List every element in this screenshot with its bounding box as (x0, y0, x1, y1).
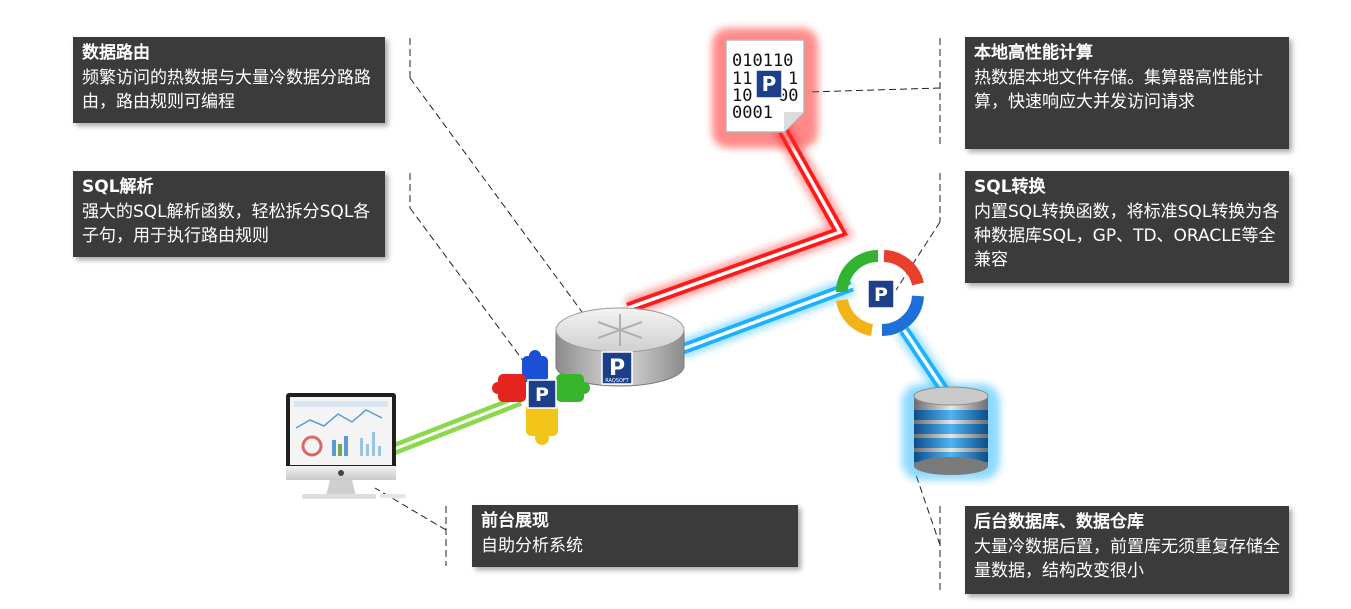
puzzle-icon: P (492, 350, 590, 445)
file-line-3: 1 (788, 69, 798, 89)
callout-sql-convert: SQL转换 内置SQL转换函数，将标准SQL转换为各种数据库SQL，GP、TD、… (965, 171, 1289, 283)
conversion-cycle-icon: P (836, 250, 924, 337)
callout-title: 后台数据库、数据仓库 (974, 512, 1144, 532)
raqsoft-logo-icon (755, 69, 783, 99)
raqsoft-logo-icon (527, 379, 557, 409)
callout-data-routing: 数据路由 频繁访问的热数据与大量冷数据分路路由，路由规则可编程 (73, 37, 385, 123)
link-hot (624, 113, 854, 317)
callout-title: SQL转换 (974, 177, 1046, 197)
callout-sql-parse: SQL解析 强大的SQL解析函数，轻松拆分SQL各子句，用于执行路由规则 (73, 171, 385, 257)
brand-letter: P (874, 284, 888, 306)
file-line-6: 0001 (732, 103, 773, 123)
local-compute-leader (807, 87, 941, 93)
callout-text: 频繁访问的热数据与大量冷数据分路路由，路由规则可编程 (82, 68, 371, 112)
callout-local-compute: 本地高性能计算 热数据本地文件存储。集算器高性能计算，快速响应大并发访问请求 (965, 37, 1289, 149)
sql-convert-leader (895, 221, 941, 291)
callout-title: SQL解析 (82, 177, 154, 197)
callout-text: 内置SQL转换函数，将标准SQL转换为各种数据库SQL，GP、TD、ORACLE… (974, 202, 1280, 270)
backend-leader (914, 471, 941, 546)
callout-text: 热数据本地文件存储。集算器高性能计算，快速响应大并发访问请求 (974, 68, 1263, 112)
leader-lines (374, 38, 941, 590)
brand-text: RAQSOFT (605, 378, 629, 384)
sql-parse-leader (409, 207, 531, 371)
apple-logo-icon (338, 470, 344, 476)
binary-file-icon: 010110 11 1 10 00 0001 P (712, 28, 818, 148)
callout-title: 数据路由 (82, 43, 150, 63)
brand-letter: P (762, 72, 777, 96)
callout-frontend: 前台展现 自助分析系统 (472, 505, 798, 567)
file-line-4: 10 (732, 86, 752, 106)
callout-text: 大量冷数据后置，前置库无须重复存储全量数据，结构改变很小 (974, 537, 1280, 581)
routing-leader (409, 77, 583, 313)
callout-text: 自助分析系统 (481, 536, 583, 556)
file-line-2: 11 (732, 69, 752, 89)
raqsoft-logo-icon (867, 279, 895, 309)
callout-text: 强大的SQL解析函数，轻松拆分SQL各子句，用于执行路由规则 (82, 202, 371, 246)
brand-letter: P (535, 384, 549, 406)
brand-letter: P (609, 356, 625, 381)
database-icon (902, 384, 1000, 480)
link-cold (676, 277, 952, 395)
computer-monitor-icon (286, 393, 406, 499)
dashboard-thumbnail (294, 401, 388, 457)
callout-title: 前台展现 (481, 511, 549, 531)
callout-title: 本地高性能计算 (974, 43, 1093, 63)
link-front (389, 394, 523, 456)
file-line-1: 010110 (732, 51, 793, 71)
callout-backend: 后台数据库、数据仓库 大量冷数据后置，前置库无须重复存储全量数据，结构改变很小 (965, 506, 1289, 594)
mouse-icon (380, 494, 406, 498)
file-line-5: 00 (778, 86, 798, 106)
router-icon: P RAQSOFT (555, 307, 685, 387)
raqsoft-logo-icon (601, 351, 633, 385)
